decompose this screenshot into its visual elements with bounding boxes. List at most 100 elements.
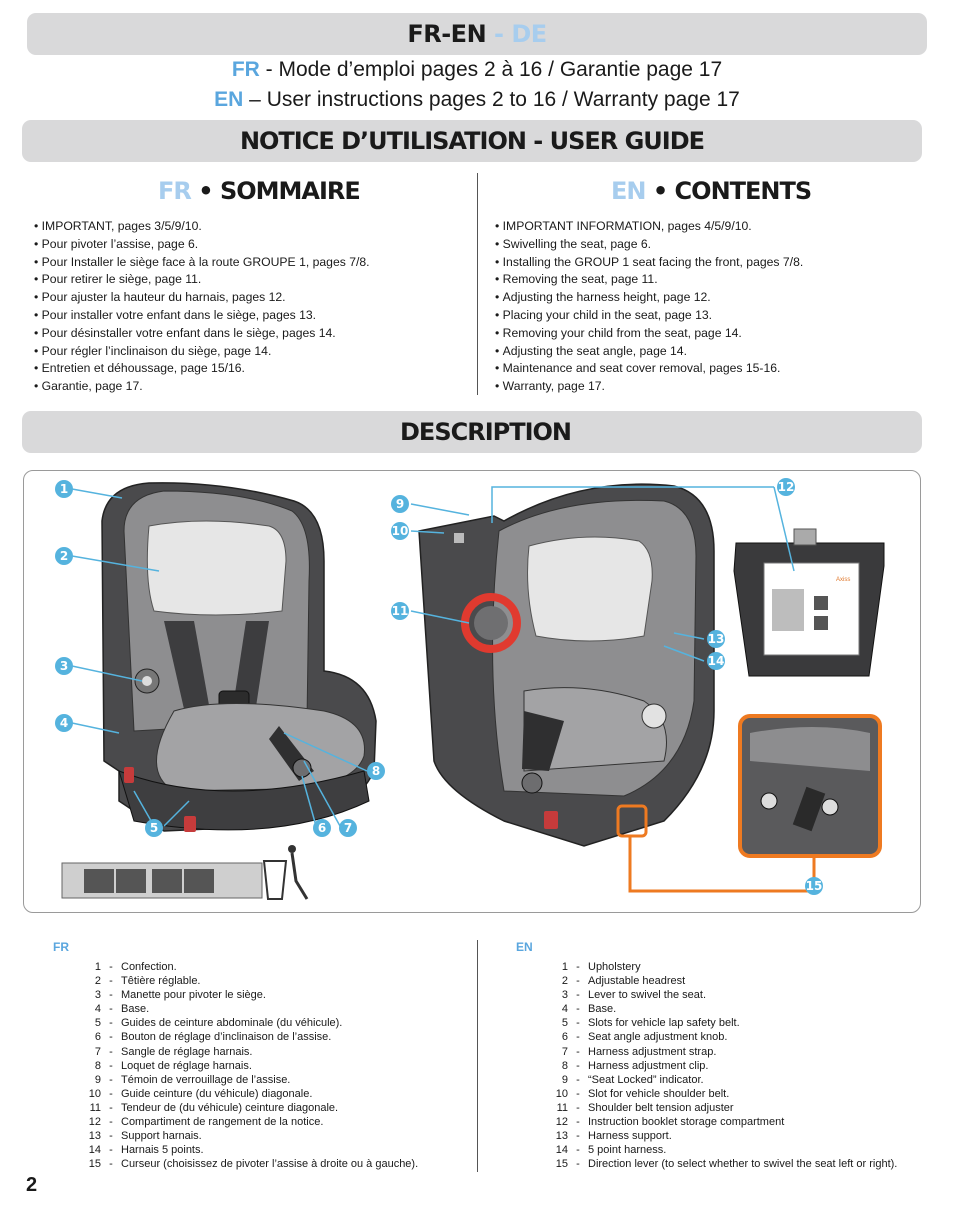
- side-seat-drawing: [418, 483, 715, 847]
- legend-number: 3: [94, 989, 101, 1002]
- legend-dash: -: [576, 1158, 580, 1171]
- toc-fr: IMPORTANT, pages 3/5/9/10. Pour pivoter …: [34, 218, 370, 396]
- legend-item: 2-Têtière réglable.: [77, 974, 418, 988]
- legend-number: 9: [561, 1073, 568, 1086]
- toc-item: Garantie, page 17.: [34, 378, 370, 396]
- svg-text:12: 12: [778, 480, 795, 494]
- svg-text:8: 8: [372, 764, 380, 778]
- legend-en-heading: EN: [516, 940, 533, 954]
- subtitle-fr-code: FR: [231, 58, 260, 81]
- legend-text: Instruction booklet storage compartment: [588, 1116, 785, 1129]
- svg-text:5: 5: [150, 821, 158, 835]
- en-section-sep: •: [645, 177, 675, 205]
- toc-item: Adjusting the seat angle, page 14.: [495, 343, 803, 361]
- callout-14: 14: [707, 652, 725, 670]
- lang-fr: FR: [407, 20, 442, 48]
- legend-text: Harness adjustment clip.: [588, 1059, 709, 1072]
- legend-text: Upholstery: [588, 961, 641, 973]
- fr-section-title: FR • SOMMAIRE: [158, 177, 361, 205]
- svg-text:6: 6: [318, 821, 326, 835]
- toc-item: Warranty, page 17.: [495, 378, 803, 396]
- legend-text: Support harnais.: [121, 1130, 202, 1143]
- legend-item: 13-Support harnais.: [77, 1129, 418, 1143]
- legend-text: Harnais 5 points.: [121, 1144, 204, 1157]
- legend-number: 5: [561, 1017, 568, 1030]
- toc-item: Placing your child in the seat, page 13.: [495, 307, 803, 325]
- legend-item: 9-Témoin de verrouillage de l’assise.: [77, 1073, 418, 1087]
- legend-item: 15-Curseur (choisissez de pivoter l’assi…: [77, 1157, 418, 1171]
- legend-item: 15-Direction lever (to select whether to…: [544, 1157, 898, 1171]
- column-divider: [477, 173, 478, 395]
- legend-dash: -: [576, 1144, 580, 1157]
- legend-item: 13-Harness support.: [544, 1129, 897, 1143]
- legend-dash: -: [109, 1059, 113, 1072]
- legend-text: Loquet de réglage harnais.: [121, 1059, 252, 1072]
- toc-item: Removing your child from the seat, page …: [495, 325, 803, 343]
- legend-item: 14-5 point harness.: [544, 1143, 897, 1157]
- legend-number: 10: [88, 1087, 101, 1100]
- fr-section-name: SOMMAIRE: [219, 177, 361, 205]
- description-title: DESCRIPTION: [22, 411, 922, 453]
- legend-dash: -: [576, 961, 580, 973]
- legend-item: 5-Slots for vehicle lap safety belt.: [544, 1016, 897, 1030]
- legend-dash: -: [109, 1017, 113, 1030]
- legend-dash: -: [576, 1087, 580, 1100]
- legend-fr: 1-Confection.2-Têtière réglable.3-Manett…: [77, 960, 418, 1171]
- legend-text: Témoin de verrouillage de l’assise.: [121, 1073, 291, 1086]
- legend-dash: -: [109, 975, 113, 988]
- legend-text: Bouton de réglage d’inclinaison de l’ass…: [121, 1031, 332, 1044]
- legend-text: Guide ceinture (du véhicule) diagonale.: [121, 1087, 313, 1100]
- en-section-name: CONTENTS: [674, 177, 813, 205]
- front-seat-drawing: [101, 482, 377, 832]
- callout-lines: [71, 486, 795, 827]
- subtitle-en-text: – User instructions pages 2 to 16 / Warr…: [243, 88, 740, 111]
- legend-dash: -: [576, 1045, 580, 1058]
- legend-text: Guides de ceinture abdominale (du véhicu…: [121, 1017, 343, 1030]
- svg-text:9: 9: [396, 497, 404, 511]
- column-divider: [477, 940, 478, 1172]
- legend-number: 1: [561, 961, 568, 973]
- legend-dash: -: [576, 1101, 580, 1114]
- legend-item: 7-Sangle de réglage harnais.: [77, 1045, 418, 1059]
- legend-dash: -: [576, 1017, 580, 1030]
- page-number: 2: [26, 1174, 38, 1196]
- en-section-code: EN: [611, 177, 646, 205]
- trash-bin-icon: [262, 845, 309, 900]
- subtitle-fr-text: - Mode d’emploi pages 2 à 16 / Garantie …: [259, 58, 723, 81]
- svg-text:3: 3: [60, 659, 68, 673]
- subtitle-en-code: EN: [214, 88, 244, 111]
- svg-text:1: 1: [60, 482, 68, 496]
- toc-item: IMPORTANT INFORMATION, pages 4/5/9/10.: [495, 218, 803, 236]
- legend-text: Seat angle adjustment knob.: [588, 1031, 728, 1044]
- legend-number: 2: [94, 975, 101, 988]
- legend-dash: -: [109, 1144, 113, 1157]
- toc-item: Installing the GROUP 1 seat facing the f…: [495, 254, 804, 272]
- legend-dash: -: [109, 1116, 113, 1129]
- legend-item: 8-Harness adjustment clip.: [544, 1059, 897, 1073]
- legend-text: Harness adjustment strap.: [588, 1045, 717, 1058]
- callout-8: 8: [367, 762, 385, 780]
- legend-item: 1-Confection.: [77, 960, 418, 974]
- legend-item: 3-Manette pour pivoter le siège.: [77, 988, 418, 1002]
- legend-dash: -: [576, 1031, 580, 1044]
- legend-item: 12-Instruction booklet storage compartme…: [544, 1115, 897, 1129]
- legend-item: 6-Bouton de réglage d’inclinaison de l’a…: [77, 1030, 418, 1044]
- legend-item: 11-Shoulder belt tension adjuster: [544, 1101, 897, 1115]
- legend-item: 1-Upholstery: [544, 960, 897, 974]
- svg-text:11: 11: [392, 604, 409, 618]
- legend-dash: -: [109, 1101, 113, 1114]
- legend-dash: -: [109, 1130, 113, 1143]
- svg-text:7: 7: [344, 821, 352, 835]
- callout-7: 7: [339, 819, 357, 837]
- legend-number: 11: [89, 1101, 101, 1114]
- legend-number: 7: [94, 1045, 101, 1058]
- language-header-bar: FR -EN - DE: [27, 13, 927, 55]
- legend-text: Tendeur de (du véhicule) ceinture diagon…: [121, 1101, 339, 1114]
- legend-item: 3-Lever to swivel the seat.: [544, 988, 897, 1002]
- legend-dash: -: [109, 961, 113, 973]
- manual-compartment-drawing: Axiss: [733, 528, 885, 677]
- legend-text: Curseur (choisissez de pivoter l’assise …: [121, 1158, 419, 1171]
- direction-lever-detail: [616, 714, 882, 893]
- legend-number: 15: [88, 1158, 101, 1171]
